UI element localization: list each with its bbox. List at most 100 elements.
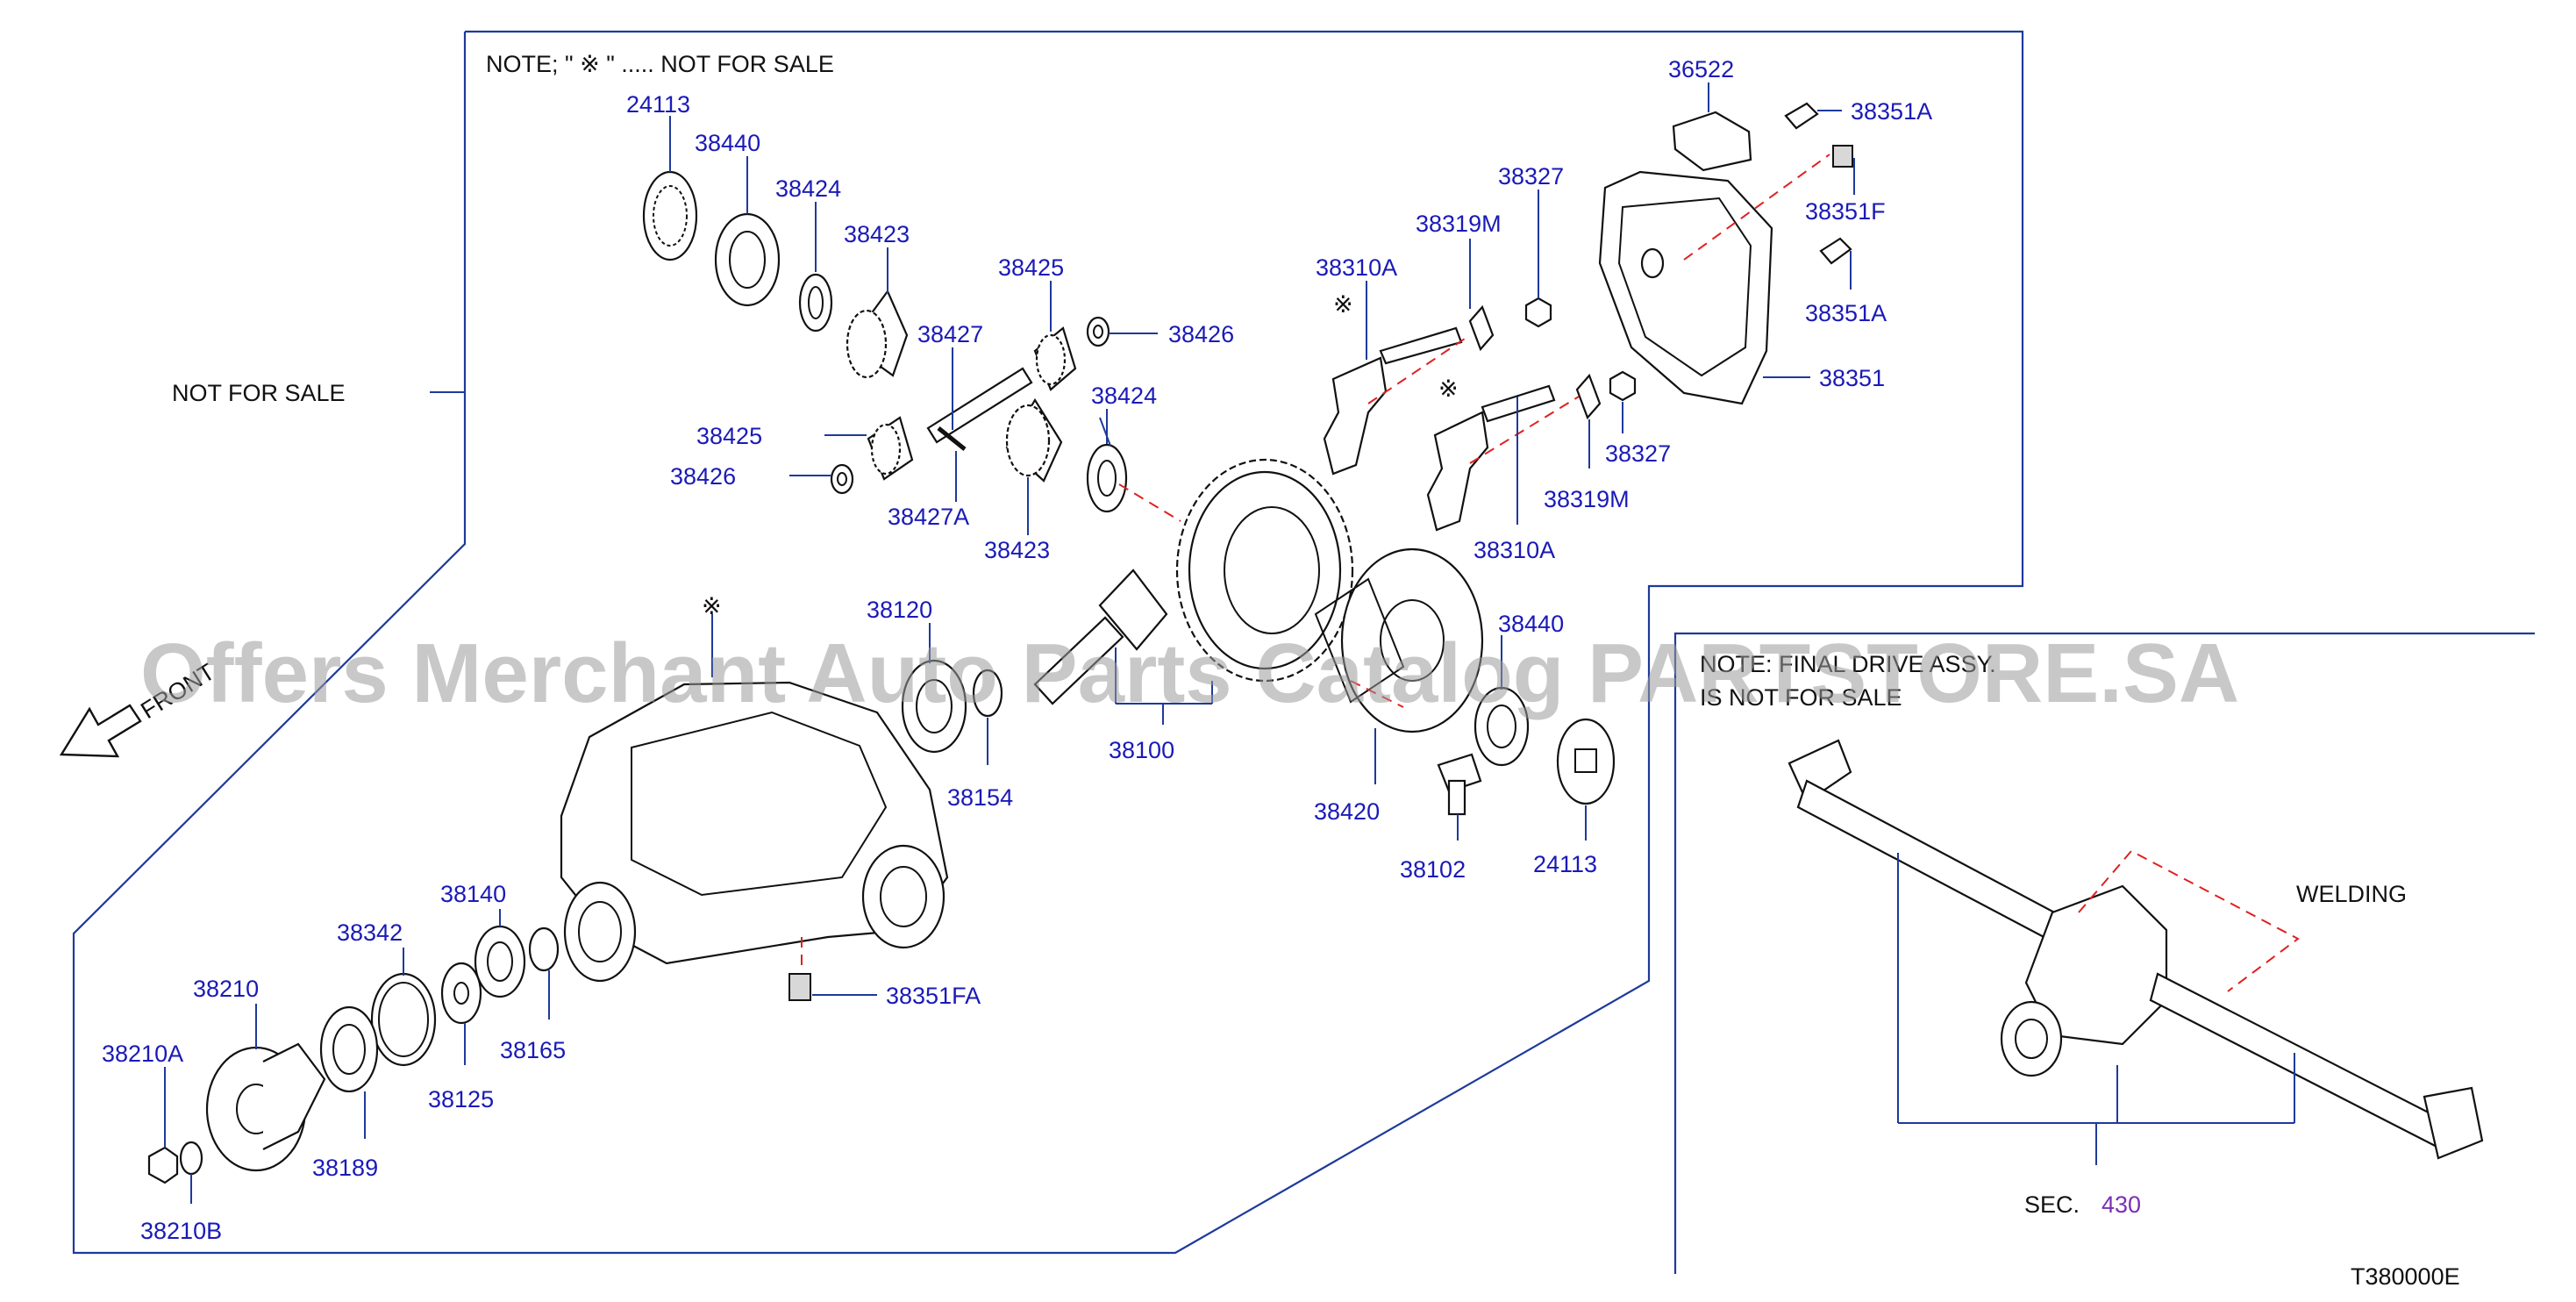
part-label-38120[interactable]: 38120 bbox=[867, 597, 932, 623]
alignment-line-3 bbox=[1469, 396, 1580, 464]
sec-link-430[interactable]: 430 bbox=[2101, 1191, 2141, 1218]
sec-label: SEC. bbox=[2024, 1191, 2080, 1218]
part-label-38440[interactable]: 38440 bbox=[695, 130, 760, 156]
part-label-38351[interactable]: 38351 bbox=[1819, 365, 1885, 391]
part-label-36522[interactable]: 36522 bbox=[1668, 56, 1734, 82]
pinion-bearing-38140-icon bbox=[474, 925, 526, 998]
mounting-bracket-36522-icon bbox=[1672, 111, 1752, 172]
pinion-spacer-38154-icon bbox=[972, 669, 1003, 718]
axle-assembly-frame bbox=[1673, 632, 2535, 1274]
part-label-38424[interactable]: 38424 bbox=[775, 175, 841, 202]
dust-deflector-38189-icon bbox=[319, 1005, 379, 1093]
filler-plug-38351FA-icon bbox=[788, 973, 811, 1001]
thrust-washer-38426-icon bbox=[1086, 316, 1110, 347]
side-gear-38423-lower-icon bbox=[1005, 397, 1063, 483]
companion-flange-38210-icon bbox=[205, 1042, 326, 1172]
bearing-cap-38310A-upper-icon bbox=[1323, 326, 1463, 476]
part-label-38342[interactable]: 38342 bbox=[337, 919, 403, 946]
side-gear-38423-icon bbox=[846, 289, 909, 379]
part-label-38424-b[interactable]: 38424 bbox=[1091, 383, 1157, 409]
welding-label: WELDING bbox=[2296, 881, 2407, 907]
asterisk-marker-2: ※ bbox=[1438, 376, 1459, 402]
part-label-38420[interactable]: 38420 bbox=[1314, 798, 1380, 825]
part-label-38351A[interactable]: 38351A bbox=[1851, 98, 1932, 125]
pinion-bearing-38120-icon bbox=[901, 659, 967, 754]
diagram-code: T380000E bbox=[2351, 1263, 2460, 1290]
thrust-washer-38424-lower-icon bbox=[1086, 443, 1128, 513]
part-label-24113[interactable]: 24113 bbox=[626, 91, 690, 118]
part-label-38423[interactable]: 38423 bbox=[844, 221, 910, 247]
part-label-38319M-b[interactable]: 38319M bbox=[1544, 486, 1630, 512]
welding-lines bbox=[2078, 849, 2300, 992]
part-label-38319M[interactable]: 38319M bbox=[1416, 211, 1502, 237]
front-oil-seal-38342-icon bbox=[370, 972, 437, 1067]
watermark-text: Offers Merchant Auto Parts Catalog PARTS… bbox=[140, 626, 2239, 720]
drive-pinion-38100-icon bbox=[1033, 569, 1168, 705]
part-label-38210B[interactable]: 38210B bbox=[140, 1218, 222, 1244]
part-label-38310A[interactable]: 38310A bbox=[1316, 254, 1397, 281]
part-label-38425[interactable]: 38425 bbox=[998, 254, 1064, 281]
part-label-38310A-b[interactable]: 38310A bbox=[1474, 537, 1555, 563]
asterisk-marker-1: ※ bbox=[1333, 291, 1353, 318]
part-label-38189[interactable]: 38189 bbox=[312, 1155, 378, 1181]
pinion-washer-38125-icon bbox=[440, 962, 482, 1025]
part-label-38327[interactable]: 38327 bbox=[1498, 163, 1564, 190]
pinion-mate-shaft-38427-icon bbox=[926, 367, 1033, 444]
not-for-sale-label: NOT FOR SALE bbox=[172, 380, 346, 406]
part-label-24113-b[interactable]: 24113 bbox=[1533, 851, 1597, 877]
part-label-38425-b[interactable]: 38425 bbox=[696, 423, 762, 449]
pinion-mate-gear-38425-lower-icon bbox=[867, 416, 914, 481]
lock-pin-38427A-icon bbox=[937, 426, 967, 451]
part-label-38327-b[interactable]: 38327 bbox=[1605, 440, 1671, 467]
asterisk-marker-3: ※ bbox=[702, 593, 722, 619]
part-label-38426[interactable]: 38426 bbox=[1168, 321, 1234, 347]
ring-gear-38100-icon bbox=[1175, 458, 1354, 683]
thrust-washer-38426-lower-icon bbox=[830, 463, 854, 495]
part-label-38154[interactable]: 38154 bbox=[947, 784, 1013, 811]
differential-case-38420-icon bbox=[1314, 547, 1484, 733]
adjuster-lock-38319M-icon bbox=[1468, 304, 1602, 420]
side-bearing-24113-right-icon bbox=[1556, 718, 1616, 805]
part-label-38351F[interactable]: 38351F bbox=[1805, 198, 1886, 225]
note-final-drive-line1: NOTE: FINAL DRIVE ASSY. bbox=[1700, 651, 1996, 677]
rear-cover-38351-icon bbox=[1598, 170, 1773, 405]
part-label-38165[interactable]: 38165 bbox=[500, 1037, 566, 1063]
part-label-38440-b[interactable]: 38440 bbox=[1498, 611, 1564, 637]
lock-bolt-38327-icon bbox=[1524, 297, 1637, 402]
part-label-38125[interactable]: 38125 bbox=[428, 1086, 494, 1112]
bolt-38351A-upper-icon bbox=[1784, 102, 1819, 130]
plug-38351F-icon bbox=[1832, 145, 1853, 168]
part-label-38351A-b[interactable]: 38351A bbox=[1805, 300, 1887, 326]
side-bearing-38440-icon bbox=[714, 212, 781, 307]
front-arrow-icon bbox=[59, 704, 142, 758]
thrust-washer-38424-icon bbox=[798, 273, 833, 333]
part-label-38140[interactable]: 38140 bbox=[440, 881, 506, 907]
alignment-line-6 bbox=[1350, 680, 1404, 708]
main-assembly-frame bbox=[72, 30, 2024, 1255]
part-label-38427A[interactable]: 38427A bbox=[888, 504, 969, 530]
note-final-drive-line2: IS NOT FOR SALE bbox=[1700, 684, 1902, 711]
leader-lines bbox=[164, 82, 2295, 1204]
pinion-mate-gear-38425-icon bbox=[1033, 326, 1077, 391]
part-label-38100[interactable]: 38100 bbox=[1109, 737, 1174, 763]
flange-nut-38210A-icon bbox=[147, 1146, 179, 1184]
gear-carrier-housing-icon bbox=[560, 681, 949, 983]
bolt-38351A-lower-icon bbox=[1819, 237, 1852, 265]
note-text: NOTE; " ※ " ..... NOT FOR SALE bbox=[486, 51, 834, 77]
alignment-line-1 bbox=[1118, 483, 1181, 522]
part-label-38351FA[interactable]: 38351FA bbox=[886, 983, 981, 1009]
bearing-cap-38310A-lower-icon bbox=[1426, 384, 1556, 532]
collapsible-spacer-38165-icon bbox=[528, 926, 560, 972]
part-label-38102[interactable]: 38102 bbox=[1400, 856, 1466, 883]
part-label-38426-b[interactable]: 38426 bbox=[670, 463, 736, 490]
alignment-line-2 bbox=[1367, 334, 1471, 404]
side-bearing-24113-icon bbox=[642, 170, 698, 261]
part-label-38427[interactable]: 38427 bbox=[917, 321, 983, 347]
part-label-38423-b[interactable]: 38423 bbox=[984, 537, 1050, 563]
part-label-38210[interactable]: 38210 bbox=[193, 976, 259, 1002]
rear-axle-housing-icon bbox=[1788, 739, 2484, 1160]
part-label-38210A[interactable]: 38210A bbox=[102, 1041, 183, 1067]
alignment-line-4 bbox=[1683, 154, 1830, 261]
ring-gear-bolt-38102-icon bbox=[1437, 753, 1482, 816]
